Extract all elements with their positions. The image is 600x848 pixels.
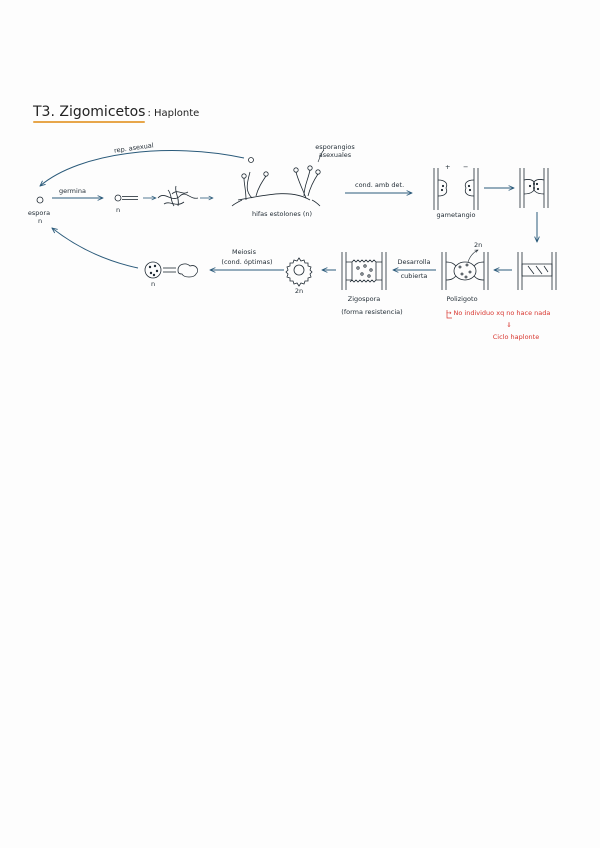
espora-cell bbox=[37, 197, 43, 203]
label-n-bottom: n bbox=[151, 281, 155, 288]
gametangio-stage-1 bbox=[434, 168, 478, 210]
rep-asexual-arrow bbox=[40, 151, 244, 186]
note-line-2: Ciclo haplonte bbox=[493, 334, 539, 341]
label-n-germina: n bbox=[116, 207, 120, 214]
label-hifas: hifas estolones (n) bbox=[252, 211, 312, 218]
label-asexuales: asexuales bbox=[319, 152, 351, 159]
label-espora-n: n bbox=[38, 218, 42, 225]
label-meiosis: Meiosis bbox=[232, 249, 256, 256]
label-zigospora: Zigospora bbox=[348, 296, 381, 303]
label-2n-bottom: 2n bbox=[295, 288, 303, 295]
zygospore-2n bbox=[286, 258, 312, 286]
return-arrow bbox=[52, 228, 138, 268]
note-arrow: ⇓ bbox=[506, 322, 511, 329]
label-germina: germina bbox=[59, 188, 86, 195]
germinating-spore bbox=[115, 195, 138, 201]
label-plus: + bbox=[445, 164, 450, 171]
two-n-pointer bbox=[468, 250, 478, 262]
label-minus: − bbox=[463, 164, 468, 171]
meiospore-germinating bbox=[145, 262, 198, 278]
mycelium-tangle bbox=[158, 186, 198, 206]
gametangio-stage-2 bbox=[520, 168, 548, 208]
label-cond-optimas: (cond. óptimas) bbox=[221, 259, 272, 266]
polizigoto bbox=[442, 252, 488, 290]
note-line-1: → No individuo xq no hace nada bbox=[446, 310, 550, 317]
label-cond-amb: cond. amb det. bbox=[355, 182, 404, 189]
label-forma-resistencia: (forma resistencia) bbox=[341, 309, 402, 316]
hifas-estolones bbox=[232, 170, 320, 206]
label-desarrolla: Desarrolla bbox=[397, 259, 430, 266]
label-polizigoto: Polizigoto bbox=[446, 296, 477, 303]
label-gametangio: gametangio bbox=[437, 212, 476, 219]
label-2n-top: 2n bbox=[474, 242, 482, 249]
zigospora bbox=[342, 252, 386, 290]
gametangio-stage-3 bbox=[518, 252, 556, 290]
label-cubierta: cubierta bbox=[401, 273, 428, 280]
